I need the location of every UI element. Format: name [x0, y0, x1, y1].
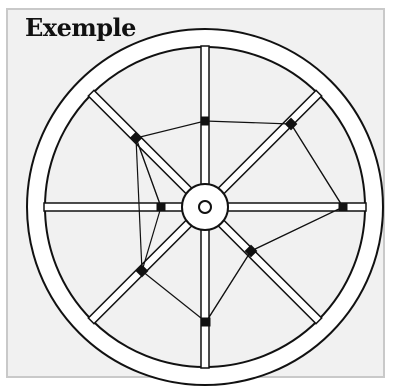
- web-markers: [130, 117, 348, 327]
- web-line: [291, 124, 343, 207]
- web-line: [205, 121, 291, 124]
- spoke: [88, 90, 193, 195]
- spoke: [217, 219, 322, 324]
- hub-axle: [199, 201, 211, 213]
- web-line: [206, 251, 251, 322]
- spoke: [217, 90, 322, 195]
- web-marker: [201, 117, 210, 126]
- spoke: [201, 46, 209, 186]
- web-marker: [339, 203, 348, 212]
- web-line: [251, 207, 343, 251]
- web-line: [142, 271, 206, 322]
- web-line: [136, 121, 205, 138]
- web-marker: [202, 318, 211, 327]
- web-marker: [157, 203, 166, 212]
- web-lines: [136, 121, 343, 322]
- spoke: [201, 228, 209, 368]
- wheel-hub: [182, 184, 228, 230]
